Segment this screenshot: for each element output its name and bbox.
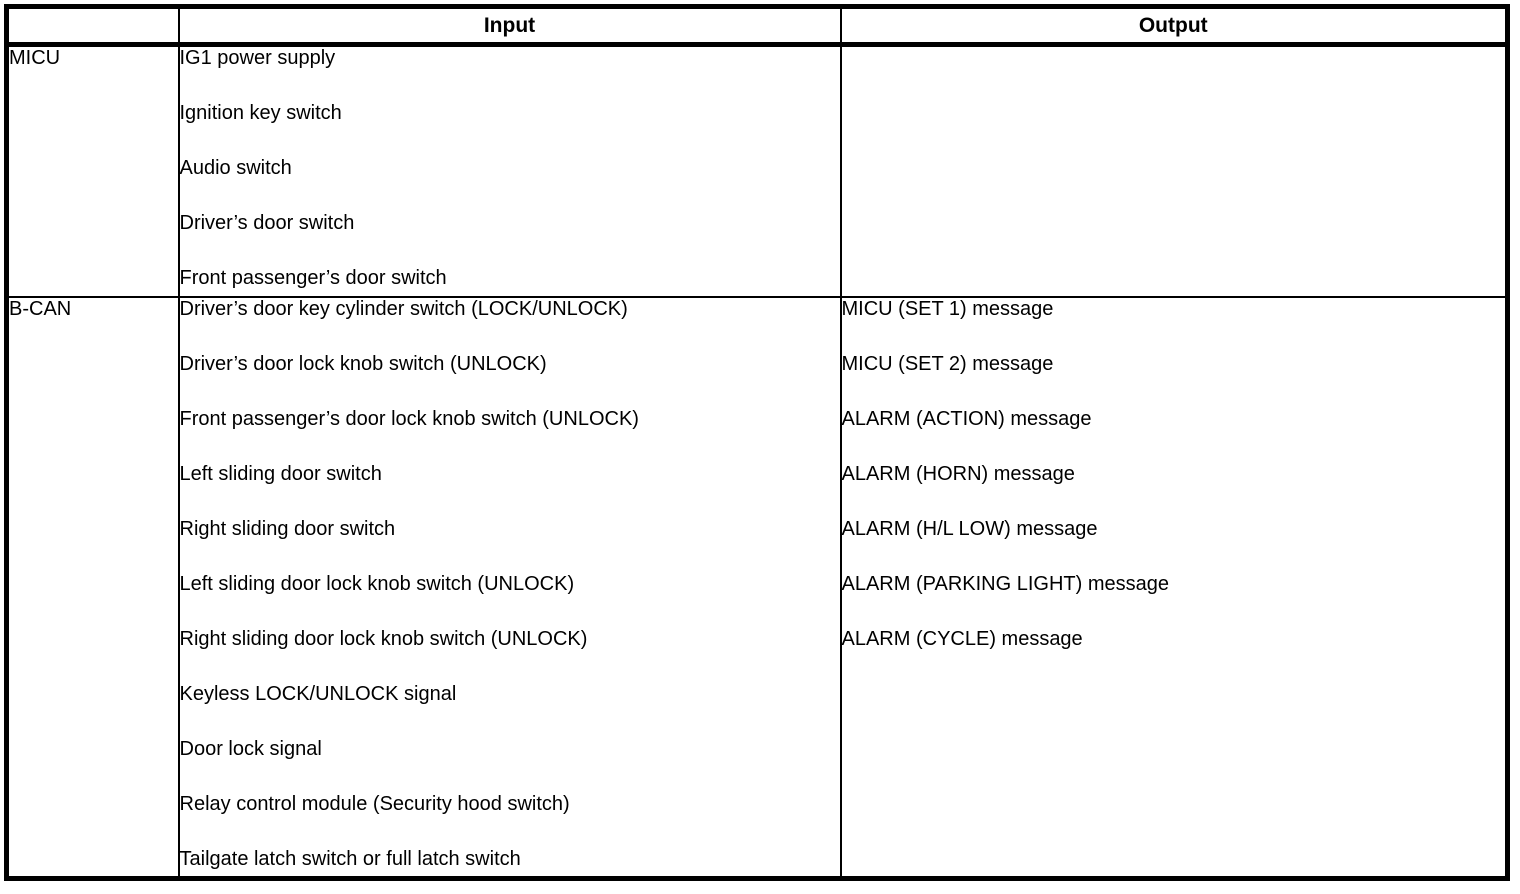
list-item: Keyless LOCK/UNLOCK signal (179, 682, 457, 705)
bcan-inputs-cell: Driver’s door key cylinder switch (LOCK/… (177, 295, 842, 880)
list-item: Tailgate latch switch or full latch swit… (179, 847, 521, 870)
list-item: Driver’s door switch (179, 212, 355, 234)
list-item: ALARM (ACTION) message (841, 407, 1092, 430)
header-output-cell: Output (839, 5, 1509, 47)
list-item: Door lock signal (179, 737, 322, 760)
list-item: Right sliding door switch (179, 517, 396, 540)
list-item: Driver’s door lock knob switch (UNLOCK) (179, 352, 547, 375)
list-item: MICU (SET 1) message (841, 297, 1054, 320)
list-item: Relay control module (Security hood swit… (179, 792, 570, 815)
list-item: ALARM (CYCLE) message (841, 627, 1083, 650)
list-item: Left sliding door lock knob switch (UNLO… (179, 572, 575, 595)
table-row-bcan: B-CAN Driver’s door key cylinder switch … (5, 295, 1509, 880)
micu-outputs-cell (839, 43, 1509, 298)
header-corner-cell (5, 5, 180, 47)
row-label-bcan: B-CAN (5, 295, 180, 880)
list-item: Left sliding door switch (179, 462, 382, 485)
list-item: Right sliding door lock knob switch (UNL… (179, 627, 588, 650)
list-item: Audio switch (179, 157, 292, 179)
list-item: MICU (SET 2) message (841, 352, 1054, 375)
list-item: ALARM (HORN) message (841, 462, 1075, 485)
list-item: Driver’s door key cylinder switch (LOCK/… (179, 297, 628, 320)
list-item: ALARM (PARKING LIGHT) message (841, 572, 1169, 595)
list-item: IG1 power supply (179, 47, 336, 69)
list-item: Front passenger’s door switch (179, 267, 447, 289)
table-header-row: Input Output (5, 5, 1509, 47)
header-input-cell: Input (177, 5, 842, 47)
list-item: Ignition key switch (179, 102, 342, 124)
list-item: Front passenger’s door lock knob switch … (179, 407, 639, 430)
row-label-micu: MICU (5, 43, 180, 298)
list-item: ALARM (H/L LOW) message (841, 517, 1098, 540)
